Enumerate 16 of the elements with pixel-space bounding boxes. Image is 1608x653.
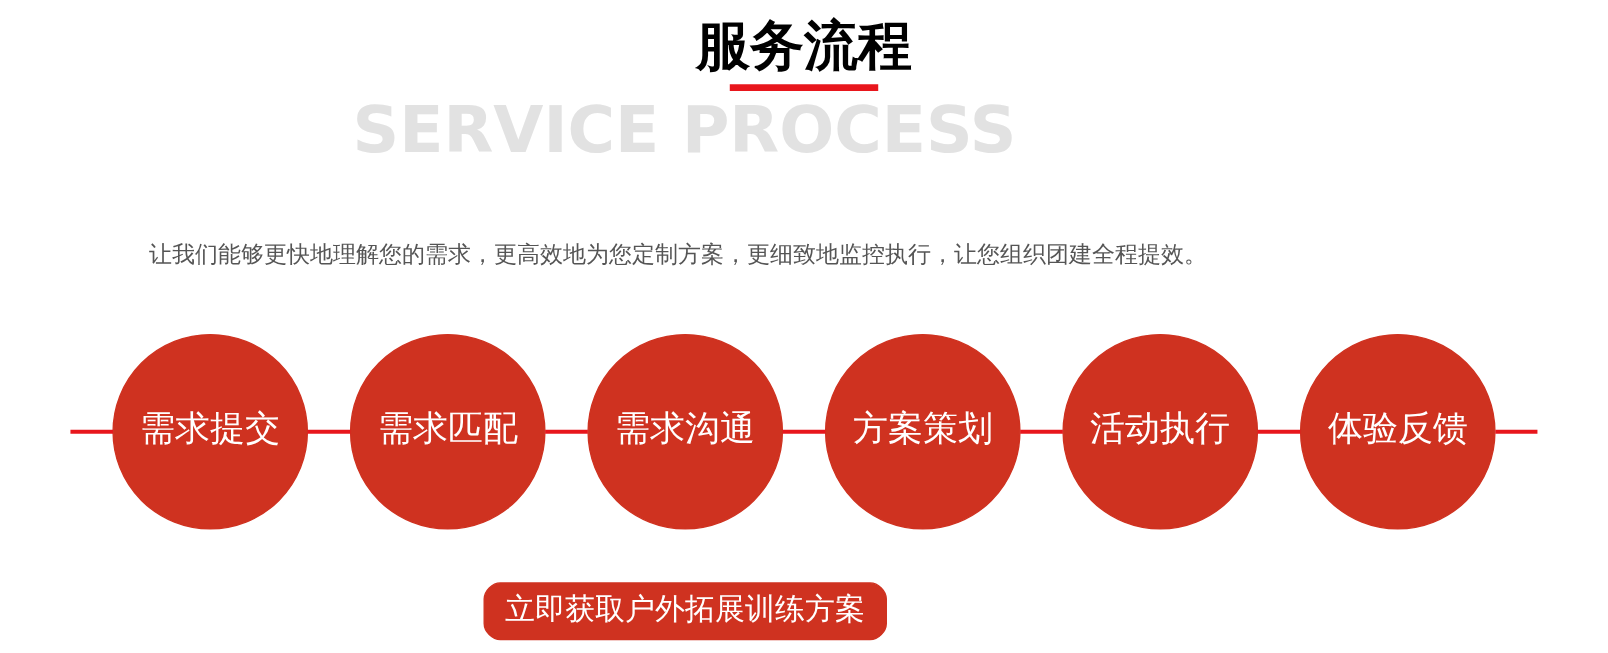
connector — [1257, 429, 1301, 434]
connector — [1020, 429, 1063, 434]
node-circle: 需求匹配 — [349, 333, 546, 530]
node-circle: 需求沟通 — [587, 333, 784, 530]
connector — [782, 429, 826, 434]
connector — [1495, 429, 1538, 434]
node-box: 立即获取户外拓展训练方案 — [483, 582, 887, 641]
node-circle: 方案策划 — [824, 333, 1021, 530]
connector — [70, 429, 114, 434]
node-circle: 需求提交 — [112, 333, 309, 530]
connector — [545, 429, 588, 434]
label: 让我们能够更快地理解您的需求，更高效地为您定制方案，更细致地监控执行，让您组织团建全程提效。 — [149, 240, 1208, 267]
node-circle: 体验反馈 — [1299, 333, 1496, 530]
node-circle: 活动执行 — [1062, 333, 1259, 530]
diagram-title: 服务流程 — [696, 14, 913, 78]
connector — [307, 429, 351, 434]
